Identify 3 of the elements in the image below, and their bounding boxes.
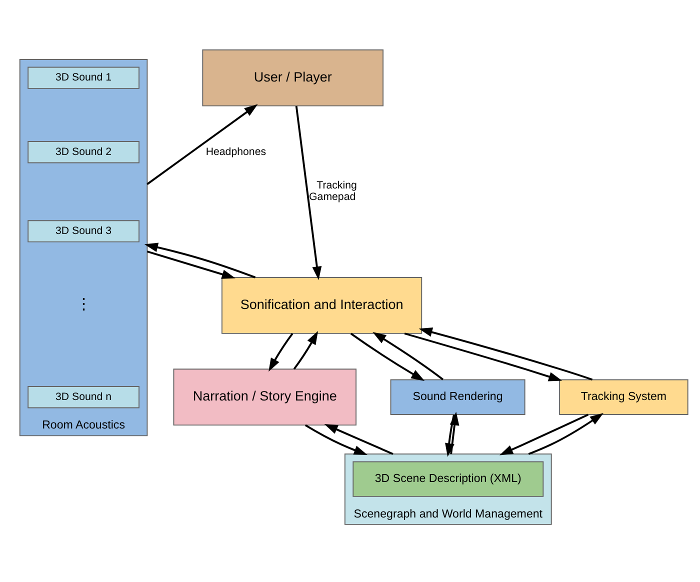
label: ⋮ <box>76 296 92 314</box>
edge-label: Tracking Gamepad <box>309 180 357 204</box>
edge-label: Headphones <box>206 146 266 158</box>
